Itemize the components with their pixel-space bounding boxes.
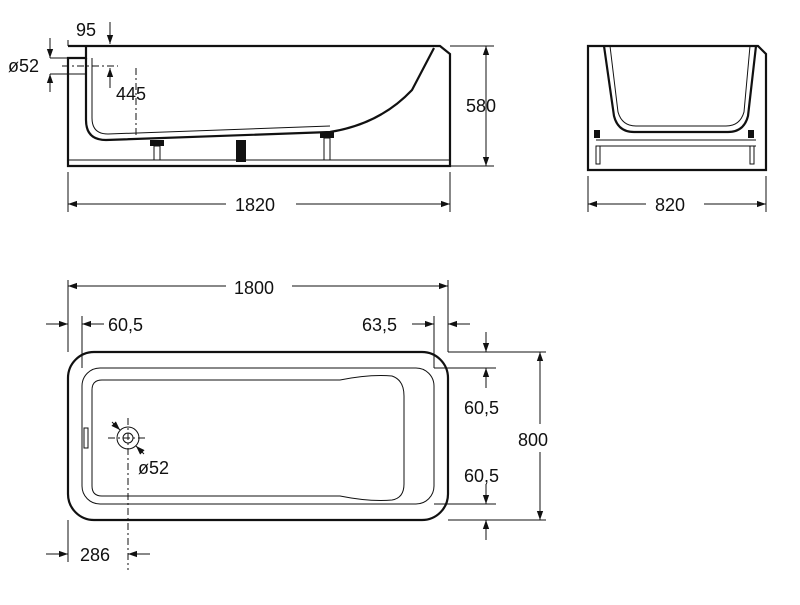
side-height-label: 580 — [466, 96, 496, 116]
plan-view-inner-edge — [81, 367, 435, 505]
side-rim-offset-label: 95 — [76, 20, 96, 40]
plan-view: ø52 1800 60,5 63,5 — [46, 278, 548, 570]
plan-drain-offset-label: 286 — [80, 545, 110, 565]
side-outlet-height-label: 445 — [116, 84, 146, 104]
plan-view-overflow — [83, 427, 89, 449]
side-view-inner-basin-edge — [91, 58, 331, 135]
side-view-height-dimension: 580 — [450, 45, 496, 167]
side-view-feet — [150, 132, 334, 162]
side-view-outline — [66, 44, 452, 168]
plan-width-label: 800 — [518, 430, 548, 450]
side-length-label: 1820 — [235, 195, 275, 215]
plan-rim-right-label: 63,5 — [362, 315, 397, 335]
plan-view-basin — [91, 375, 405, 501]
plan-view-rim-bottom: 60,5 — [434, 466, 499, 540]
side-view-outlet-height: 445 — [106, 68, 146, 138]
side-view-length-dimension: 1820 — [67, 172, 451, 215]
end-view-feet — [594, 130, 755, 165]
plan-view-rim-top: 60,5 — [434, 332, 499, 418]
end-view-width-dimension: 820 — [587, 176, 767, 215]
plan-view-rim-left: 60,5 — [46, 315, 143, 368]
side-view-rim-offset: 95 — [67, 20, 114, 46]
plan-length-label: 1800 — [234, 278, 274, 298]
end-width-label: 820 — [655, 195, 685, 215]
side-view-inner-basin — [84, 47, 435, 142]
plan-view-drain-offset: 286 — [46, 520, 150, 565]
plan-view-length-dimension: 1800 — [67, 278, 449, 352]
side-view: ø52 95 445 580 1820 — [8, 20, 496, 215]
end-view-inner-basin — [602, 45, 758, 134]
end-view-inner-basin-edge — [609, 45, 751, 127]
side-outlet-diameter-label: ø52 — [8, 56, 39, 76]
plan-rim-top-label: 60,5 — [464, 398, 499, 418]
plan-rim-left-label: 60,5 — [108, 315, 143, 335]
plan-drain-diameter-label: ø52 — [138, 458, 169, 478]
plan-view-rim-right: 63,5 — [362, 315, 470, 368]
side-view-outlet: ø52 — [8, 38, 118, 92]
plan-view-drain: ø52 — [108, 418, 169, 570]
plan-view-outer-rim — [66, 350, 450, 522]
plan-view-width-dimension: 800 — [448, 351, 548, 521]
end-view: 820 — [586, 44, 768, 215]
end-view-outline — [586, 44, 768, 172]
plan-rim-bottom-label: 60,5 — [464, 466, 499, 486]
